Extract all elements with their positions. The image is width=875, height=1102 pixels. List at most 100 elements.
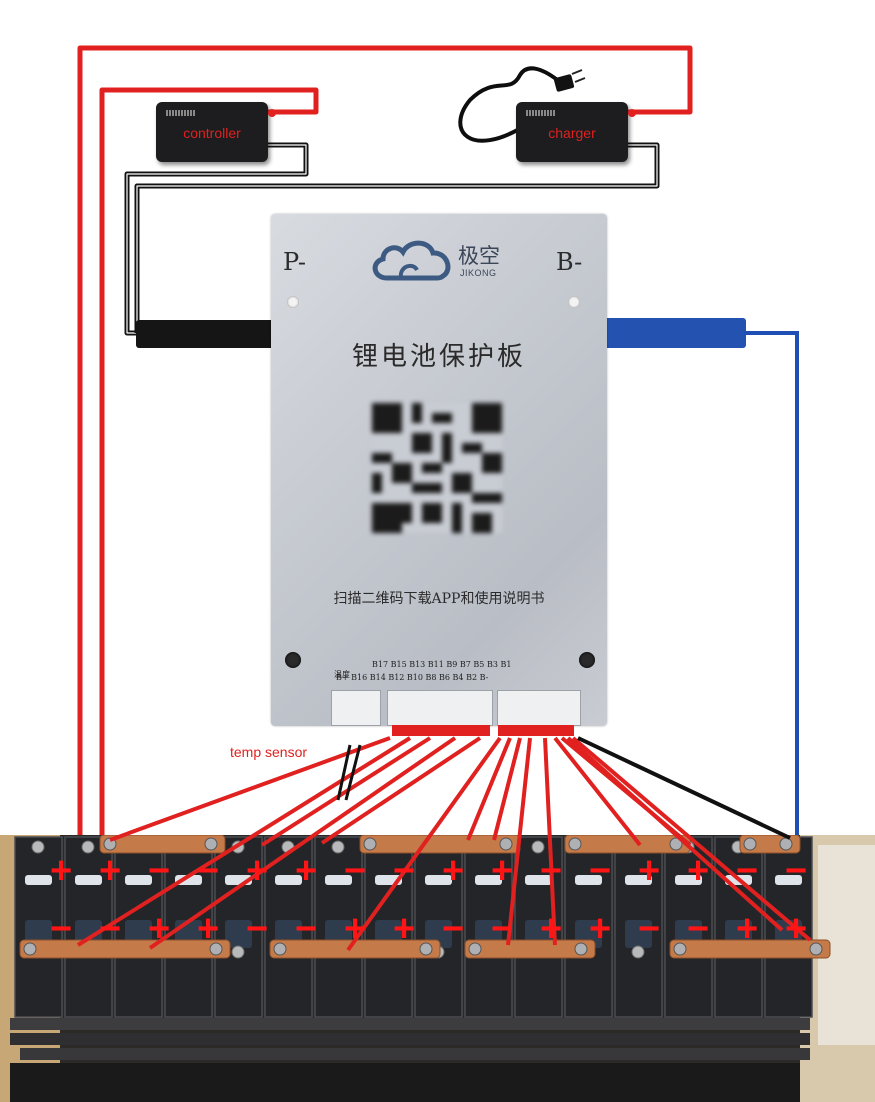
top-polarity-sign: −: [540, 850, 563, 892]
sense-wire: [506, 737, 532, 946]
b-minus-cable: [600, 318, 746, 348]
charger-vent: [526, 110, 556, 116]
top-polarity-sign: +: [687, 850, 710, 892]
top-polarity-sign: +: [638, 850, 661, 892]
sense-wire: [320, 736, 482, 845]
controller-positive-terminal: [268, 109, 276, 117]
mount-hole: [568, 296, 580, 308]
busbar-bolt: [23, 942, 37, 956]
copper-busbar: [99, 835, 226, 854]
cell-label: [575, 875, 602, 885]
bottom-polarity-sign: −: [687, 908, 710, 950]
brand-name-cn: 极空: [458, 244, 500, 268]
mount-hole: [287, 296, 299, 308]
bottom-polarity-sign: −: [99, 908, 122, 950]
cell-terminal: [531, 840, 545, 854]
cell-terminal: [631, 945, 645, 959]
cell-terminal: [331, 840, 345, 854]
bottom-polarity-sign: −: [638, 908, 661, 950]
cell-label: [225, 920, 252, 948]
charger-positive-wire: [77, 45, 693, 850]
cell-label: [625, 920, 652, 948]
busbar-bolt: [209, 942, 223, 956]
busbars: [19, 835, 831, 959]
battery-pack: [0, 835, 875, 1102]
top-polarity-sign: +: [50, 850, 73, 892]
busbar-bolt: [574, 942, 588, 956]
top-polarity-sign: −: [344, 850, 367, 892]
bottom-polarity-sign: +: [736, 908, 759, 950]
cell-label: [325, 875, 352, 885]
temp-sensor-wire: [344, 744, 362, 801]
busbar-bolt: [499, 837, 513, 851]
bottom-polarity-sign: −: [50, 908, 73, 950]
connector-pins: [392, 725, 574, 736]
charger-box: charger: [516, 102, 628, 162]
busbar-bolt: [743, 837, 757, 851]
board-title: 锂电池保护板: [351, 342, 526, 372]
qr-code-icon: [372, 403, 502, 533]
bottom-polarity-sign: +: [344, 908, 367, 950]
sense-wire: [109, 736, 391, 842]
sense-wire: [148, 736, 457, 950]
top-polarity-sign: +: [442, 850, 465, 892]
busbar-bolt: [673, 942, 687, 956]
pin-row-top: B17 B15 B13 B11 B9 B7 B5 B3 B1: [372, 660, 512, 669]
sense-wire: [466, 737, 512, 841]
controller-box: controller: [156, 102, 268, 162]
scan-instruction: 扫描二维码下载APP和使用说明书: [333, 591, 545, 607]
cell-label: [775, 875, 802, 885]
busbar-bolt: [669, 837, 683, 851]
power-plug: [553, 74, 575, 92]
cell-terminal: [231, 945, 245, 959]
copper-busbar: [669, 939, 831, 959]
bottom-polarity-sign: −: [442, 908, 465, 950]
sense-wire: [553, 736, 642, 847]
cloud-logo-icon: [372, 240, 451, 281]
sense-wire: [260, 736, 432, 847]
screw: [285, 652, 301, 668]
sense-wire: [346, 736, 502, 952]
sense-wire: [76, 736, 412, 947]
cell-label: [525, 875, 552, 885]
copper-busbar: [19, 939, 231, 959]
bms-board: P- B- 极空 JIKONG 锂电池保护板 扫描二维码下载APP和使用说明书: [271, 214, 607, 726]
bottom-polarity-sign: −: [246, 908, 269, 950]
brand-name-en: JIKONG: [460, 268, 497, 278]
bottom-polarity-sign: +: [540, 908, 563, 950]
b-minus-wire: [744, 331, 799, 840]
p-minus-label: P-: [283, 248, 306, 276]
top-polarity-sign: −: [785, 850, 808, 892]
top-polarity-sign: −: [393, 850, 416, 892]
controller-positive-wire: [99, 87, 319, 850]
top-polarity-sign: −: [589, 850, 612, 892]
copper-busbar: [464, 939, 596, 959]
bottom-polarity-sign: +: [589, 908, 612, 950]
busbar-bolt: [468, 942, 482, 956]
charger-power-cord: [458, 66, 562, 143]
b-minus-label: B-: [556, 248, 583, 276]
charger-positive-terminal: [628, 109, 636, 117]
cell-label: [625, 875, 652, 885]
busbar-bolt: [809, 942, 823, 956]
temp-port-label: 温度: [334, 670, 350, 679]
cell-label: [75, 875, 102, 885]
sense-wire: [543, 737, 557, 946]
bottom-polarity-sign: +: [393, 908, 416, 950]
busbar-bolt: [568, 837, 582, 851]
busbar-bolt: [419, 942, 433, 956]
top-polarity-sign: +: [295, 850, 318, 892]
sense-wire: [566, 736, 784, 932]
busbar-bolt: [204, 837, 218, 851]
cell-label: [125, 875, 152, 885]
bottom-polarity-sign: +: [197, 908, 220, 950]
p-minus-cable: [136, 320, 274, 348]
top-polarity-sign: +: [246, 850, 269, 892]
sense-wire: [571, 736, 812, 942]
bottom-polarity-sign: +: [785, 908, 808, 950]
cell-label: [275, 875, 302, 885]
temp-sensor-label: temp sensor: [230, 744, 308, 760]
